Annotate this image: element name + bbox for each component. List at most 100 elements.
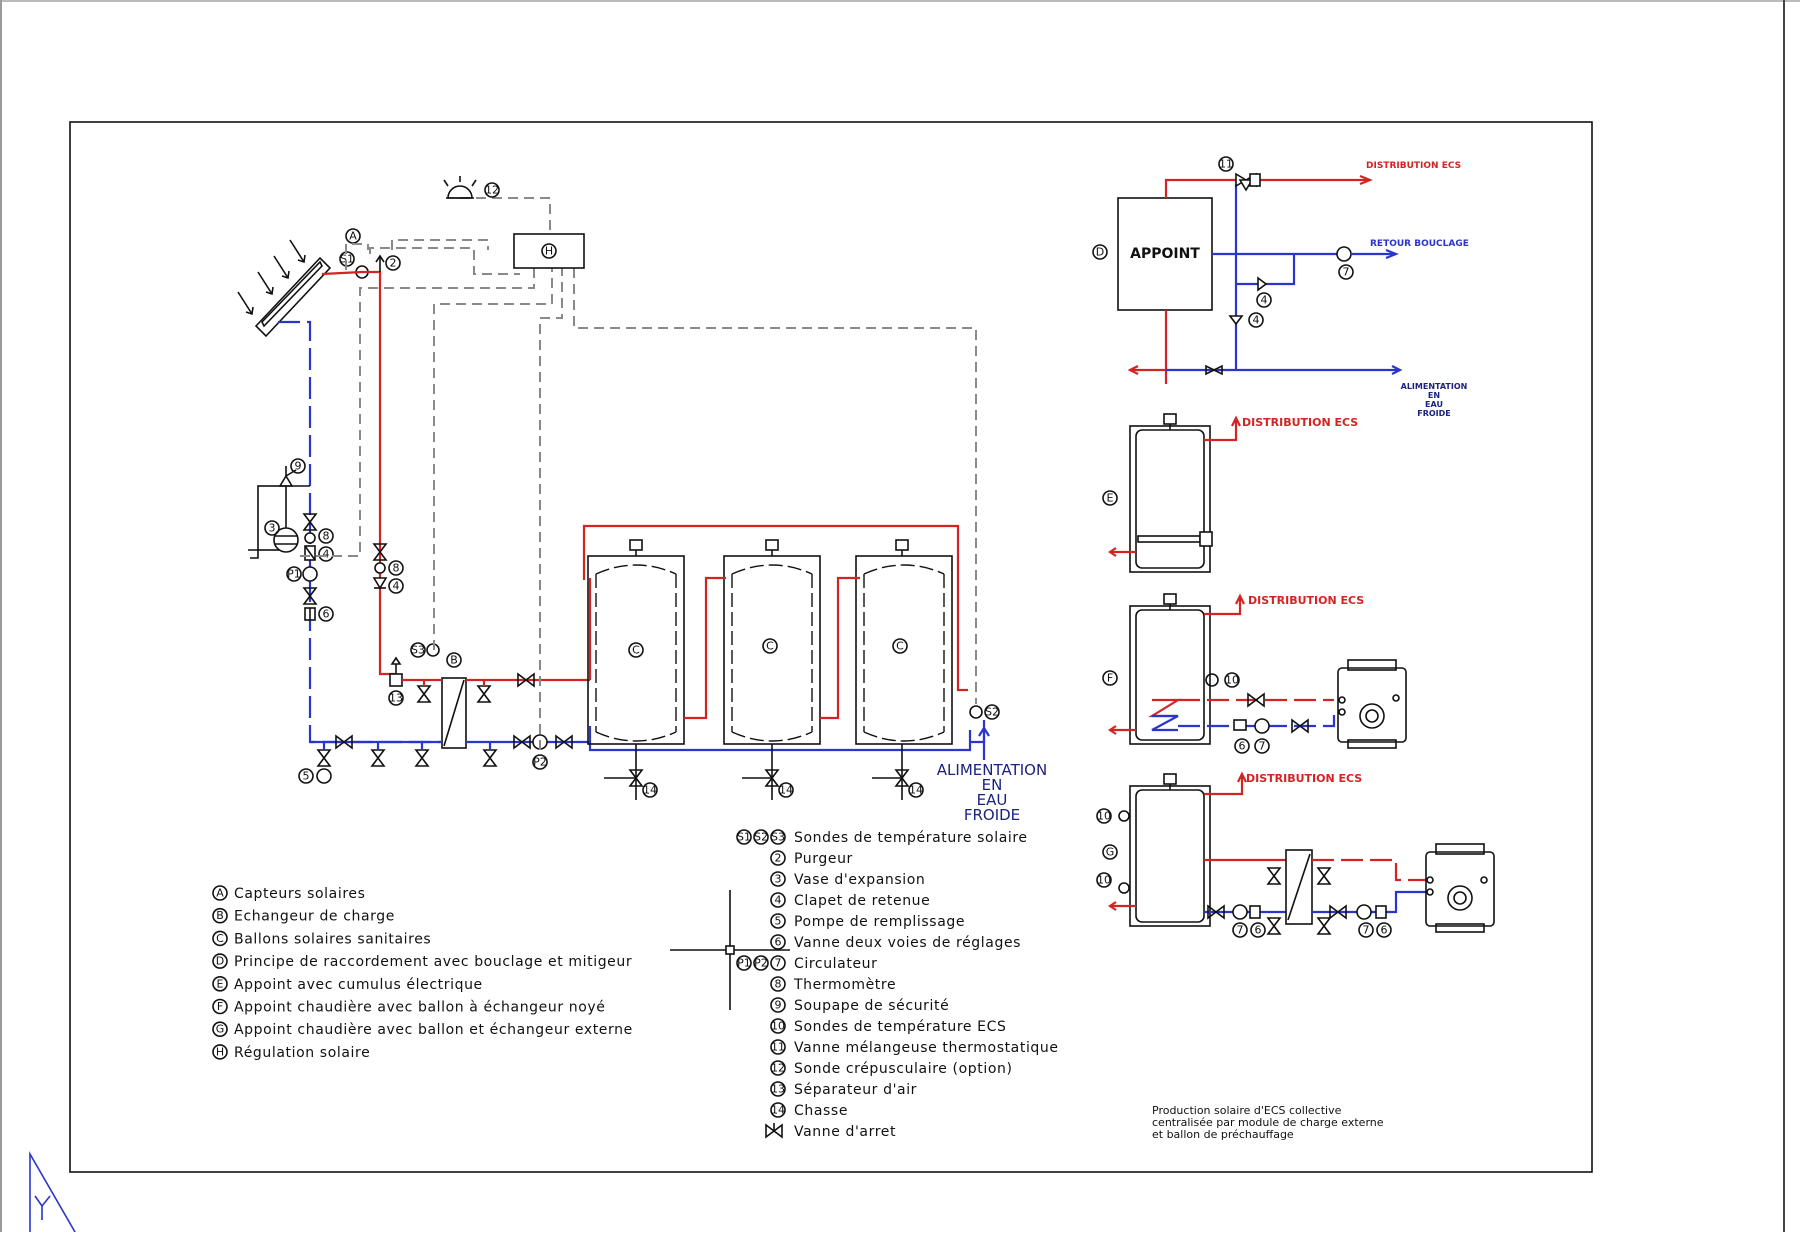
legend-number-key-circle [770,997,786,1013]
svg-text:FROIDE: FROIDE [1417,409,1451,418]
legend-number-key-circle [770,1102,786,1118]
distribution-ecs-e: DISTRIBUTION ECS [1242,416,1358,429]
label-9: 9 [295,460,302,473]
legend-number-key: 11 [771,1041,785,1054]
label-h-circle [541,243,557,259]
legend-number-key-circle [770,934,786,950]
label-6a: 6 [323,608,330,621]
legend-number-key: S2 [754,831,768,844]
legend-letter-key: G [216,1023,225,1036]
probe-s3-circle [410,642,426,658]
label-4b: 4 [393,580,400,593]
legend-number-text: Sondes de température solaire [794,830,1028,846]
regulator-box [513,233,585,269]
label-f: F [1107,672,1113,685]
legend-letter-text: Appoint chaudière avec ballon et échange… [234,1022,633,1038]
label-10g2-circle [1096,872,1112,888]
legend-letter-key-circle [212,975,228,992]
label-4d1-circle [1256,292,1272,308]
label-4a: 4 [323,548,330,561]
legend-number-text: Séparateur d'air [794,1082,917,1098]
storage-tank-2 [723,539,821,745]
tank-2-label-circle [762,638,778,654]
module-g [1108,771,1495,935]
legend-number-text: Sonde crépusculaire (option) [794,1061,1013,1077]
legend-letter-key-circle [212,930,228,947]
legend-letter-key-circle [212,907,228,924]
legend-number-text: Chasse [794,1103,848,1119]
legend-number-key-circle [753,829,769,845]
legend-number-key-circle [770,1039,786,1055]
label-8b: 8 [393,562,400,575]
legend-number-text: Vanne deux voies de réglages [794,935,1021,951]
label-7f-circle [1254,738,1270,754]
label-4d2: 4 [1253,314,1260,327]
legend-number-key: 5 [775,915,782,928]
label-7g1: 7 [1237,924,1244,937]
left-valves [302,513,318,621]
tank-3-label-circle [892,638,908,654]
pump-p2-label: P2 [533,756,547,769]
legend-number-key-circle [770,829,786,845]
label-3-circle [264,520,280,536]
svg-text:ALIMENTATION: ALIMENTATION [937,761,1047,779]
label-4d1: 4 [1261,294,1268,307]
label-4a-circle [318,546,334,562]
tank-3-label: C [896,640,904,653]
label-8b-circle [388,560,404,576]
tank-interconnect [582,524,968,720]
label-g-circle [1102,844,1118,860]
legend-letter-text: Ballons solaires sanitaires [234,931,431,947]
label-13: 13 [389,692,403,705]
legend-number-text: Thermomètre [793,977,896,993]
label-4b-circle [388,578,404,594]
label-d: D [1096,246,1104,259]
solar-collector [237,239,332,338]
legend-number-row: Vanne d'arret [765,1123,895,1140]
legend-number-text: Sondes de température ECS [794,1019,1006,1035]
legend-letter-key: A [216,887,224,900]
label-12-circle [484,182,500,198]
label-7d-circle [1338,264,1354,280]
tank-2-label: C [766,640,774,653]
label-14b-circle [778,782,794,798]
tank-1-label: C [632,644,640,657]
valves-secondary [416,672,535,703]
legend-letter-key: C [216,932,224,945]
label-8a: 8 [323,530,330,543]
legend-number-key: 4 [775,894,782,907]
probe-s3-label: S3 [411,644,425,657]
feed-arrow-head [978,725,990,737]
label-f-circle [1102,670,1118,686]
legend-number-key: 6 [775,936,782,949]
svg-text:EAU: EAU [1425,400,1443,409]
legend-letter-row: E Appoint avec cumulus électrique [212,975,483,993]
label-6g1: 6 [1255,924,1262,937]
legend-number-key-circle [770,913,786,929]
legend-letter-text: Appoint avec cumulus électrique [234,977,483,993]
label-a: A [349,230,357,243]
sheet-frame [69,121,1593,1173]
expansion-vessel [273,527,299,553]
label-5: 5 [303,770,310,783]
legend-letter-key: E [217,977,224,990]
legend-number-key-circle [736,955,752,971]
label-6g2-circle [1376,922,1392,938]
legend-number-text: Clapet de retenue [794,893,930,909]
cold-feed-d-label: ALIMENTATION EN EAU FROIDE [1401,382,1468,418]
label-10f: 10 [1225,674,1239,687]
bottom-valves [316,734,573,767]
legend-number-key-circle [753,955,769,971]
legend-letter-key: H [216,1045,224,1058]
legend-number-key-circle [770,1081,786,1097]
storage-tank-1 [587,539,685,745]
